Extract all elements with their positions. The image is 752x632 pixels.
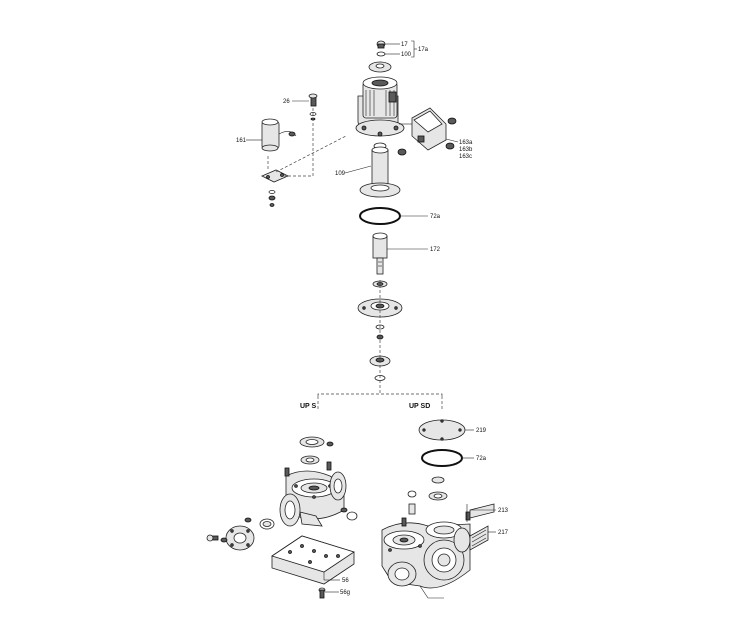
svg-text:219: 219	[476, 428, 487, 434]
label-56: 56	[323, 572, 349, 584]
svg-text:163a: 163a	[459, 140, 473, 146]
svg-text:217: 217	[498, 530, 509, 536]
up-sd-seal-rings	[407, 476, 448, 515]
svg-text:213: 213	[498, 508, 509, 514]
svg-text:56: 56	[342, 578, 349, 584]
label-17a-bracket: 17a	[411, 40, 429, 58]
up-s-side-parts	[340, 507, 358, 521]
svg-text:26: 26	[283, 99, 290, 105]
o-ring-72a-top	[359, 207, 401, 225]
cable-glands	[397, 117, 457, 156]
svg-text:172: 172	[430, 247, 441, 253]
capacitor-bracket	[261, 169, 289, 207]
capacitor-161	[261, 118, 297, 152]
svg-text:UP S: UP S	[300, 403, 317, 410]
svg-text:17a: 17a	[418, 47, 429, 53]
svg-text:56g: 56g	[340, 590, 350, 596]
up-s-seal-rings	[299, 436, 334, 465]
screw-17	[376, 40, 386, 57]
label-163b: 163b	[459, 147, 473, 153]
rotor-172	[372, 232, 388, 275]
up-s-pump-housing	[279, 461, 347, 527]
svg-text:UP SD: UP SD	[409, 403, 430, 410]
label-172: 172	[387, 247, 441, 253]
svg-text:72a: 72a	[476, 456, 487, 462]
svg-text:163b: 163b	[459, 147, 473, 153]
label-26: 26	[283, 99, 309, 105]
label-17: 17	[385, 42, 408, 48]
screw-56g	[318, 587, 326, 599]
cap-disc	[368, 61, 392, 73]
cover-plate-219	[418, 419, 466, 441]
svg-text:17: 17	[401, 42, 408, 48]
svg-text:109: 109	[335, 171, 346, 177]
label-100: 100	[385, 52, 412, 58]
label-213: 213	[470, 508, 509, 514]
section-up-sd: UP SD	[409, 403, 430, 410]
label-163a: 163a	[445, 138, 473, 146]
label-109: 109	[335, 165, 372, 177]
label-217: 217	[488, 530, 509, 536]
label-163c: 163c	[459, 154, 472, 160]
svg-text:100: 100	[401, 52, 412, 58]
plate-217	[469, 525, 489, 551]
label-56g: 56g	[325, 590, 350, 596]
terminal-box	[399, 107, 447, 151]
motor-housing	[355, 76, 405, 137]
label-72a-top: 72a	[400, 214, 441, 220]
flap-213	[466, 503, 495, 522]
dashed-leader-capacitor	[267, 108, 347, 177]
rotor-can-109	[359, 142, 401, 198]
svg-text:72a: 72a	[430, 214, 441, 220]
dashed-centre-line	[317, 280, 443, 410]
svg-text:163c: 163c	[459, 154, 472, 160]
label-219: 219	[465, 428, 487, 434]
up-sd-pump-housing	[381, 511, 471, 599]
section-up-s: UP S	[300, 403, 317, 410]
mounting-base-56	[271, 535, 355, 585]
up-s-flange	[206, 517, 275, 551]
screw-26	[308, 93, 318, 121]
svg-text:161: 161	[236, 138, 247, 144]
label-161: 161	[236, 138, 262, 144]
label-72a-bottom: 72a	[462, 456, 487, 462]
o-ring-72a-bottom	[421, 449, 463, 467]
